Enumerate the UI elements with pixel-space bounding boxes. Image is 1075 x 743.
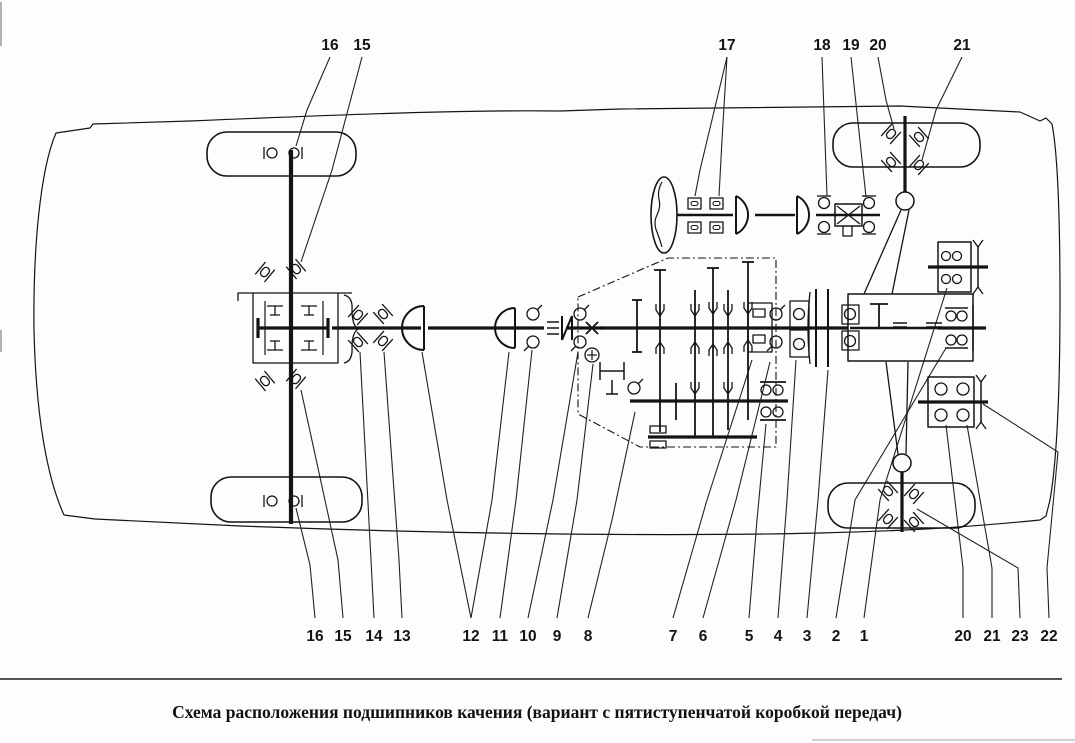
front-hub-bearing-block [918,374,988,430]
countershaft-front-bearing [627,378,644,395]
differential-assembly [237,292,359,364]
steering-gear-bearings-left [817,195,831,235]
callout-labels-bottom: 16 15 14 13 12 11 10 9 8 7 6 5 4 3 2 1 2… [306,628,1057,645]
callout-label: 3 [803,628,812,645]
steering-universal-joint-2 [796,195,810,235]
steering-column-bearings [687,197,724,234]
callout-label: 19 [842,37,860,54]
callout-label: 8 [584,628,593,645]
callout-label: 9 [553,628,562,645]
callout-label: 16 [306,628,324,645]
steering-gear [834,203,863,237]
callout-label: 5 [745,628,754,645]
callout-label: 21 [983,628,1001,645]
slip-joint [547,315,573,341]
synchro-teeth [655,301,753,395]
callout-label: 18 [813,37,831,54]
reverse-idler-bushings [649,425,667,449]
input-spider [585,321,599,335]
piston-symbol [870,303,888,328]
shift-forks [599,362,625,395]
crankshaft-front-bearing [938,305,986,351]
strut-ball-joint-bottom [892,453,912,473]
generator-bearing-block [928,239,988,295]
callout-label: 13 [393,628,411,645]
callout-label: 11 [492,628,509,645]
wheel-rear-left [210,476,363,523]
callout-label: 16 [321,37,339,54]
steering-system [650,176,880,254]
callout-label: 17 [718,37,735,54]
callout-labels-top: 16 15 17 18 19 20 21 [321,37,971,54]
callout-label: 6 [699,628,708,645]
callout-label: 7 [669,628,678,645]
steering-wheel [650,176,678,254]
callout-label: 12 [462,628,479,645]
callout-label: 22 [1040,628,1057,645]
clutch [800,289,860,367]
release-bearings [841,304,860,351]
figure-caption: Схема расположения подшипников качения (… [172,702,902,722]
gearbox-housing [577,257,777,448]
wheel-front-left [206,131,357,177]
callout-leader-lines [295,56,1059,619]
callout-label: 21 [953,37,971,54]
strut-ball-joint-top [895,191,915,211]
universal-joint-1 [401,305,425,351]
callout-label: 4 [774,628,783,645]
propeller-shaft [332,303,604,353]
countershaft-rear-double-row-bearing [760,381,786,421]
callout-label: 23 [1011,628,1029,645]
left-wheel-hub-bearings [263,147,303,507]
fifth-gear-synchro [747,302,773,353]
strut-front-right [863,116,930,295]
callout-label: 1 [860,628,869,645]
steering-gear-bearings-right [862,195,876,235]
callout-label: 10 [519,628,536,645]
callout-label: 2 [832,628,841,645]
callout-label: 15 [353,37,371,54]
callout-label: 20 [954,628,971,645]
crank-web-marks [893,322,942,328]
speedo-drive [584,347,600,363]
strut-rear-right [877,361,925,533]
callout-label: 14 [365,628,383,645]
axle-taper-bearings [254,258,307,392]
callout-label: 15 [334,628,352,645]
steering-universal-joint-1 [735,195,749,235]
engine [847,293,986,362]
universal-joint-2 [494,307,516,349]
callout-label: 20 [869,37,886,54]
gearbox [570,257,810,449]
gear-cluster [632,261,754,438]
